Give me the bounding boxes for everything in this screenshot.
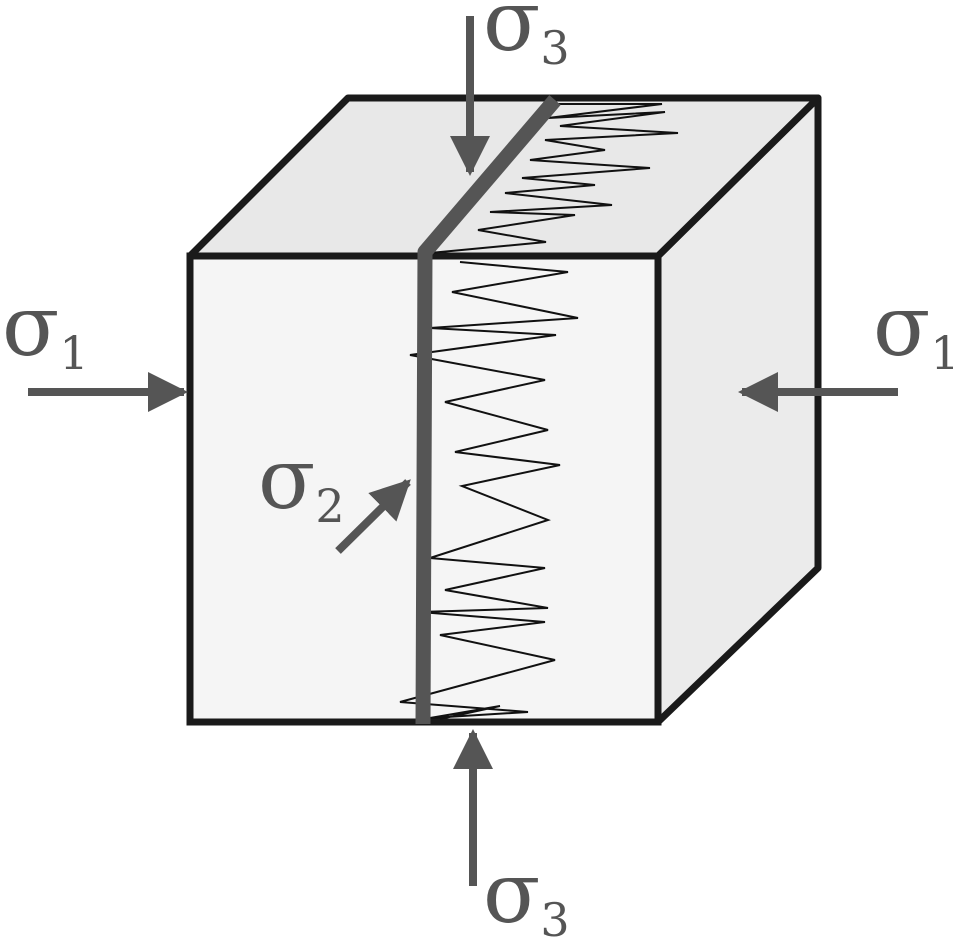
sigma3-top-label: σ3 bbox=[483, 0, 570, 75]
sigma2-arrow bbox=[335, 479, 411, 554]
sigma1-right-label: σ1 bbox=[873, 277, 953, 380]
fracture-plane bbox=[415, 95, 561, 725]
crack-front bbox=[399, 261, 579, 720]
sigma3-bottom-label: σ3 bbox=[483, 844, 570, 942]
sigma2-label: σ2 bbox=[258, 430, 345, 533]
sigma1-left-label: σ1 bbox=[2, 277, 89, 380]
crack-top bbox=[429, 103, 679, 254]
